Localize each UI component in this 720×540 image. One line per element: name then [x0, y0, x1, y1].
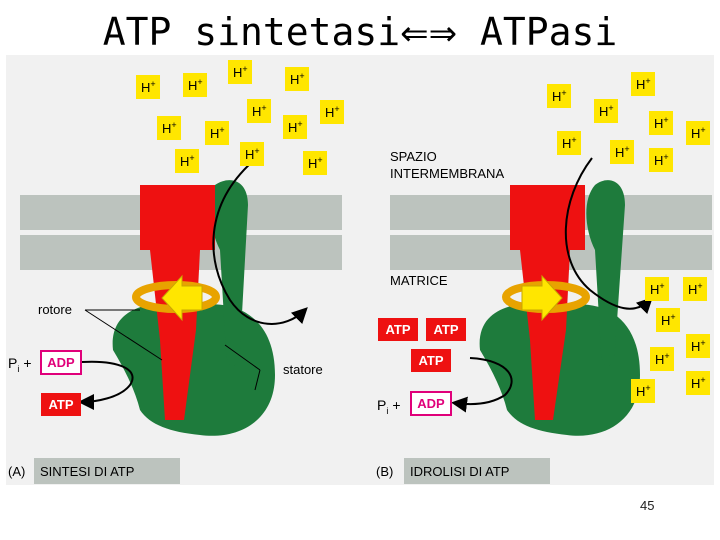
proton-label: H+ — [636, 383, 651, 399]
proton-label: H+ — [599, 103, 614, 119]
proton-label: H+ — [615, 144, 630, 160]
proton-box: H+ — [285, 67, 309, 91]
proton-label: H+ — [325, 104, 340, 120]
proton-label: H+ — [552, 88, 567, 104]
proton-box: H+ — [157, 116, 181, 140]
proton-label: H+ — [180, 153, 195, 169]
proton-box: H+ — [557, 131, 581, 155]
matrix-label: MATRICE — [390, 273, 448, 288]
proton-label: H+ — [562, 135, 577, 151]
adp-label-b: ADP — [417, 396, 445, 411]
proton-label: H+ — [162, 120, 177, 136]
proton-label: H+ — [233, 64, 248, 80]
rotor-label: rotore — [38, 302, 72, 317]
proton-label: H+ — [308, 155, 323, 171]
proton-box: H+ — [205, 121, 229, 145]
pi-label-a: Pi+ — [8, 355, 32, 374]
atp-box-b2 — [426, 318, 466, 341]
panel-a-caption: SINTESI DI ATP — [40, 464, 134, 479]
atp-box-b3 — [411, 349, 451, 372]
panel-b-letter: (B) — [376, 464, 393, 479]
atp-to-adp-arrow-b — [451, 357, 513, 413]
proton-box: H+ — [686, 121, 710, 145]
proton-label: H+ — [290, 71, 305, 87]
proton-box: H+ — [320, 100, 344, 124]
proton-box: H+ — [247, 99, 271, 123]
proton-box: H+ — [228, 60, 252, 84]
atp-label-b2: ATP — [433, 322, 458, 337]
adp-to-atp-arrow-a — [78, 360, 134, 410]
proton-label: H+ — [141, 79, 156, 95]
proton-box: H+ — [594, 99, 618, 123]
enzyme-a — [112, 180, 275, 436]
double-arrow-icon: ⇐⇒ — [400, 14, 458, 54]
atp-box-a — [41, 393, 81, 416]
adp-box-a — [40, 350, 82, 375]
proton-box: H+ — [136, 75, 160, 99]
proton-box: H+ — [650, 347, 674, 371]
proton-box: H+ — [649, 148, 673, 172]
proton-box: H+ — [686, 371, 710, 395]
stator-label: statore — [283, 362, 323, 377]
atp-label-b3: ATP — [418, 353, 443, 368]
proton-box: H+ — [547, 84, 571, 108]
proton-box: H+ — [175, 149, 199, 173]
proton-label: H+ — [636, 76, 651, 92]
pi-label-b: Pi+ — [377, 397, 401, 416]
proton-box: H+ — [645, 277, 669, 301]
proton-label: H+ — [188, 77, 203, 93]
proton-box: H+ — [610, 140, 634, 164]
proton-label: H+ — [691, 338, 706, 354]
page-number: 45 — [640, 498, 655, 513]
label-pointers-a — [84, 309, 261, 391]
flow-arrow-b — [564, 157, 653, 315]
title-right: ATPasi — [480, 10, 618, 54]
title-left: ATP sintetasi — [102, 10, 401, 54]
proton-box: H+ — [649, 111, 673, 135]
slide-title: ATP sintetasi⇐⇒ ATPasi — [0, 10, 720, 54]
proton-box: H+ — [303, 151, 327, 175]
proton-label: H+ — [650, 281, 665, 297]
proton-label: H+ — [245, 146, 260, 162]
proton-box: H+ — [283, 115, 307, 139]
proton-box: H+ — [183, 73, 207, 97]
proton-box: H+ — [240, 142, 264, 166]
panel-b-caption-bar — [404, 458, 550, 484]
proton-label: H+ — [210, 125, 225, 141]
proton-label: H+ — [691, 125, 706, 141]
space-label-line2: INTERMEMBRANA — [390, 166, 504, 181]
atp-label-a: ATP — [48, 397, 73, 412]
space-label-line1: SPAZIO — [390, 149, 437, 164]
proton-box: H+ — [686, 334, 710, 358]
proton-label: H+ — [661, 312, 676, 328]
proton-label: H+ — [252, 103, 267, 119]
panel-b-caption: IDROLISI DI ATP — [410, 464, 509, 479]
flow-arrow-a — [212, 161, 308, 325]
proton-label: H+ — [655, 351, 670, 367]
atp-box-b1 — [378, 318, 418, 341]
proton-box: H+ — [631, 379, 655, 403]
proton-box: H+ — [683, 277, 707, 301]
proton-box: H+ — [656, 308, 680, 332]
proton-label: H+ — [654, 152, 669, 168]
proton-box: H+ — [631, 72, 655, 96]
panel-a-letter: (A) — [8, 464, 25, 479]
adp-label-a: ADP — [47, 355, 75, 370]
panel-a-caption-bar — [34, 458, 180, 484]
adp-box-b — [410, 391, 452, 416]
proton-label: H+ — [288, 119, 303, 135]
proton-label: H+ — [691, 375, 706, 391]
proton-label: H+ — [654, 115, 669, 131]
proton-group: H+ H+ H+ H+ H+ H+ H+ H+ H+ H+ H+ H+ H+ H+ H+ H+ H+ H+ H+ H+… — [136, 60, 710, 403]
atp-label-b1: ATP — [385, 322, 410, 337]
proton-label: H+ — [688, 281, 703, 297]
